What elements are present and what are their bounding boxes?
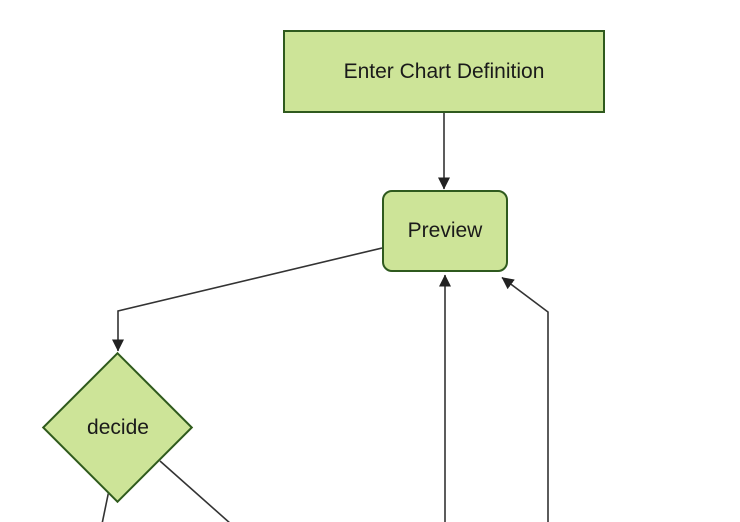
node-decide-label: decide [87,416,149,439]
node-preview-label: Preview [407,219,483,242]
node-decide-label-box: decide [43,398,193,458]
edge-offscreen-to-preview-corner [501,276,549,522]
node-enter-chart-definition-label: Enter Chart Definition [343,59,545,83]
edge-decide-to-offscreen-right [159,460,230,522]
edge-decide-to-offscreen-left [101,492,110,522]
node-preview: Preview [382,190,508,272]
edge-preview-to-decide [112,247,383,352]
node-enter-chart-definition: Enter Chart Definition [283,30,605,113]
